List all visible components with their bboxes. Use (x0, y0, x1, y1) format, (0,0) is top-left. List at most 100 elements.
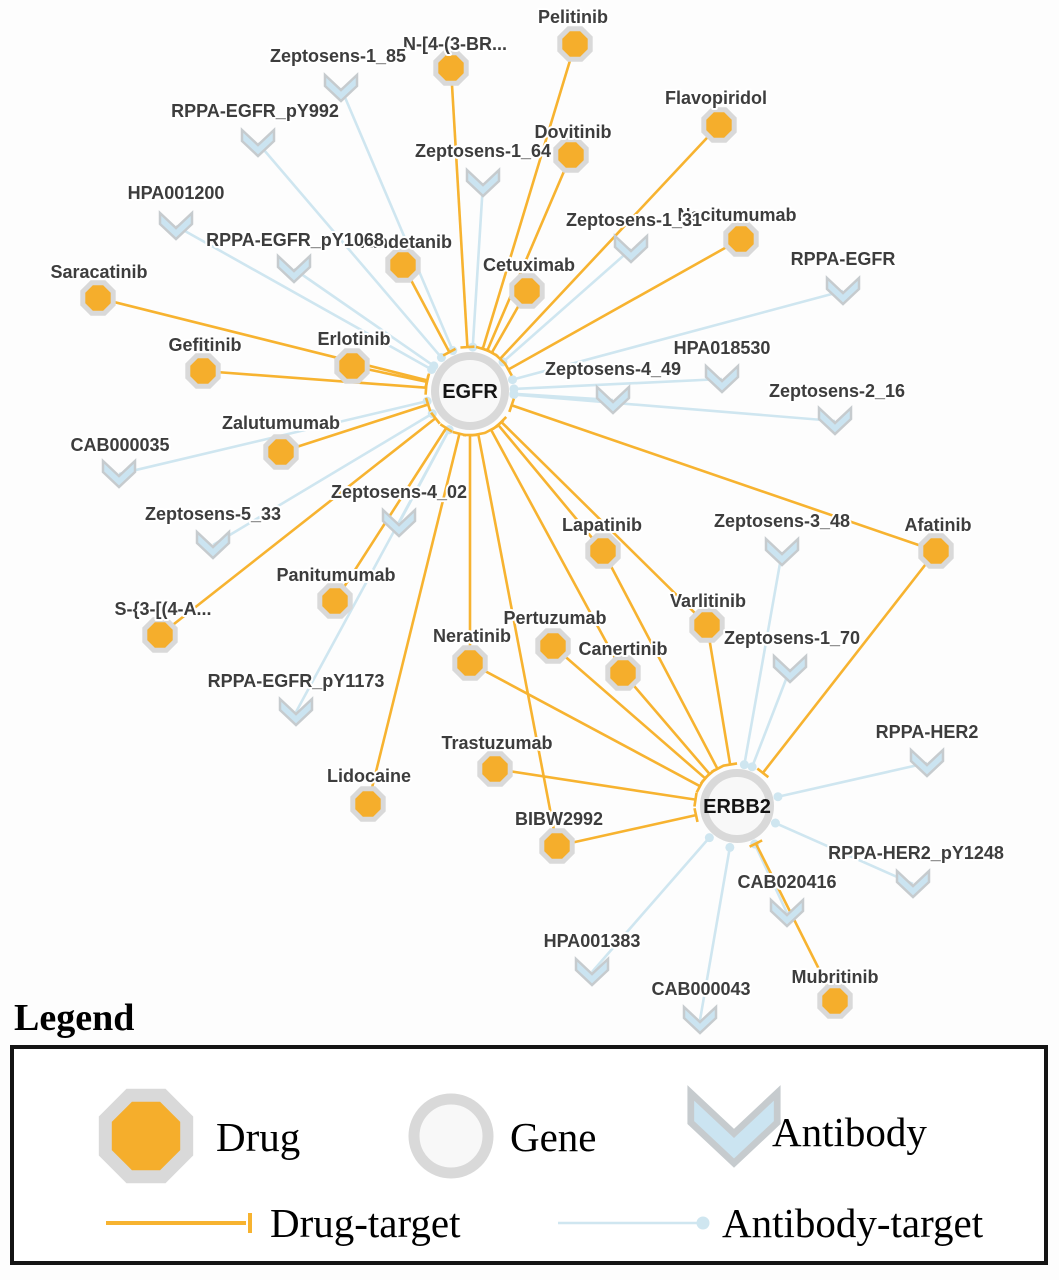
node-label: Zeptosens-1_64 (415, 141, 551, 161)
drug-target-edge (705, 624, 732, 765)
legend-antibody-chevron-icon (687, 1085, 781, 1168)
antibody-target-edge (750, 668, 792, 768)
antibody-node-zeptosens_2_16[interactable] (817, 405, 853, 436)
antibody-node-rppa_egfr_py992[interactable] (240, 127, 276, 158)
antibody-chevron-icon (682, 1004, 718, 1035)
drug-node-trastuzumab[interactable] (477, 751, 513, 787)
drug-node-cetuximab[interactable] (509, 273, 545, 309)
drug-target-tee (756, 767, 770, 779)
drug-node-dovitinib[interactable] (553, 137, 589, 173)
gene-node-ERBB2[interactable]: ERBB2 (700, 769, 774, 843)
antibody-node-cab000035[interactable] (101, 458, 137, 489)
drug-target-tee (471, 431, 486, 437)
antibody-node-cab000043[interactable] (682, 1004, 718, 1035)
antibody-target-dot (747, 762, 757, 772)
drug-target-edge (366, 433, 461, 805)
antibody-target-dot (507, 375, 517, 385)
drug-node-n4_3br[interactable] (433, 50, 469, 86)
antibody-node-hpa001200[interactable] (158, 210, 194, 241)
drug-target-edge (280, 403, 429, 454)
drug-octagon-icon (185, 353, 221, 389)
antibody-node-zeptosens_1_64[interactable] (465, 167, 501, 198)
antibody-node-zeptosens_3_48[interactable] (764, 536, 800, 567)
drug-node-vandetanib[interactable] (385, 247, 421, 283)
legend-antibody-target-label: Antibody-target (722, 1200, 984, 1246)
node-label: CAB000035 (70, 435, 169, 455)
legend-drug-target-label: Drug-target (270, 1200, 461, 1246)
drug-node-gefitinib[interactable] (185, 353, 221, 389)
node-label: Flavopiridol (665, 88, 767, 108)
antibody-node-zeptosens_1_70[interactable] (772, 653, 808, 684)
drug-target-edge (486, 154, 573, 352)
drug-node-zalutumumab[interactable] (263, 434, 299, 470)
node-label: RPPA-HER2 (876, 722, 979, 742)
legend: Legend Drug Gene Antibody Drug-target An… (10, 997, 1048, 1265)
antibody-chevron-icon (704, 363, 740, 394)
drug-target-tee (439, 423, 453, 433)
edges-layer (97, 43, 938, 1021)
antibody-node-zeptosens_5_33[interactable] (195, 529, 231, 560)
node-label: Zeptosens-4_49 (545, 359, 681, 379)
antibody-target-dot (773, 792, 783, 802)
drug-octagon-icon (452, 645, 488, 681)
drug-node-necitumumab[interactable] (723, 221, 759, 257)
node-label: Lidocaine (327, 766, 411, 786)
drug-node-lapatinib[interactable] (585, 533, 621, 569)
drug-node-erlotinib[interactable] (334, 348, 370, 384)
antibody-node-zeptosens_1_31[interactable] (613, 233, 649, 264)
drug-target-edge (481, 43, 577, 350)
antibody-node-hpa001383[interactable] (574, 956, 610, 987)
antibody-node-rppa_egfr_py1068[interactable] (276, 253, 312, 284)
drug-node-panitumumab[interactable] (317, 583, 353, 619)
node-label: Zalutumumab (222, 413, 340, 433)
drug-node-saracatinib[interactable] (80, 280, 116, 316)
gene-node-EGFR[interactable]: EGFR (431, 352, 509, 430)
drug-node-afatinib[interactable] (918, 533, 954, 569)
antibody-target-edge (591, 836, 711, 973)
gene-circle-icon (431, 352, 509, 430)
node-label: Zeptosens-3_48 (714, 511, 850, 531)
antibody-node-rppa_egfr[interactable] (825, 275, 861, 306)
drug-node-neratinib[interactable] (452, 645, 488, 681)
antibody-target-edge (471, 182, 485, 348)
drug-node-canertinib[interactable] (605, 655, 641, 691)
antibody-chevron-icon (158, 210, 194, 241)
drug-node-pertuzumab[interactable] (535, 628, 571, 664)
antibody-chevron-icon (465, 167, 501, 198)
drug-target-tee (723, 762, 738, 767)
antibody-node-zeptosens_4_02[interactable] (381, 507, 417, 538)
antibody-node-hpa018530[interactable] (704, 363, 740, 394)
antibody-target-edge (257, 142, 443, 359)
drug-node-mubritinib[interactable] (817, 983, 853, 1019)
node-label: Canertinib (578, 639, 667, 659)
antibody-chevron-icon (613, 233, 649, 264)
antibody-node-rppa_her2_py1248[interactable] (895, 868, 931, 899)
node-label: RPPA-EGFR_pY992 (171, 101, 339, 121)
antibody-chevron-icon (772, 653, 808, 684)
drug-node-pelitinib[interactable] (557, 26, 593, 62)
node-label: RPPA-EGFR (791, 249, 896, 269)
gene-circle-icon (700, 769, 774, 843)
drug-node-flavopiridol[interactable] (701, 107, 737, 143)
antibody-chevron-icon (240, 127, 276, 158)
drug-octagon-icon (317, 583, 353, 619)
antibody-target-edge (293, 267, 435, 368)
antibody-node-zeptosens_1_85[interactable] (323, 72, 359, 103)
drug-node-bibw2992[interactable] (539, 828, 575, 864)
antibody-chevron-icon (323, 72, 359, 103)
node-label: RPPA-EGFR_pY1068 (206, 230, 384, 250)
antibody-target-edge (212, 412, 433, 547)
drug-node-varlitinib[interactable] (689, 607, 725, 643)
antibody-node-zeptosens_4_49[interactable] (595, 384, 631, 415)
drug-node-s3_4a[interactable] (142, 617, 178, 653)
antibody-node-rppa_egfr_py1173[interactable] (278, 696, 314, 727)
antibody-node-cab020416[interactable] (769, 897, 805, 928)
legend-antibody-label: Antibody (772, 1109, 927, 1155)
drug-target-edge (499, 124, 720, 360)
antibody-chevron-icon (101, 458, 137, 489)
antibody-node-rppa_her2[interactable] (909, 747, 945, 778)
drug-octagon-icon (817, 983, 853, 1019)
drug-node-lidocaine[interactable] (350, 786, 386, 822)
node-label: Pelitinib (538, 7, 608, 27)
